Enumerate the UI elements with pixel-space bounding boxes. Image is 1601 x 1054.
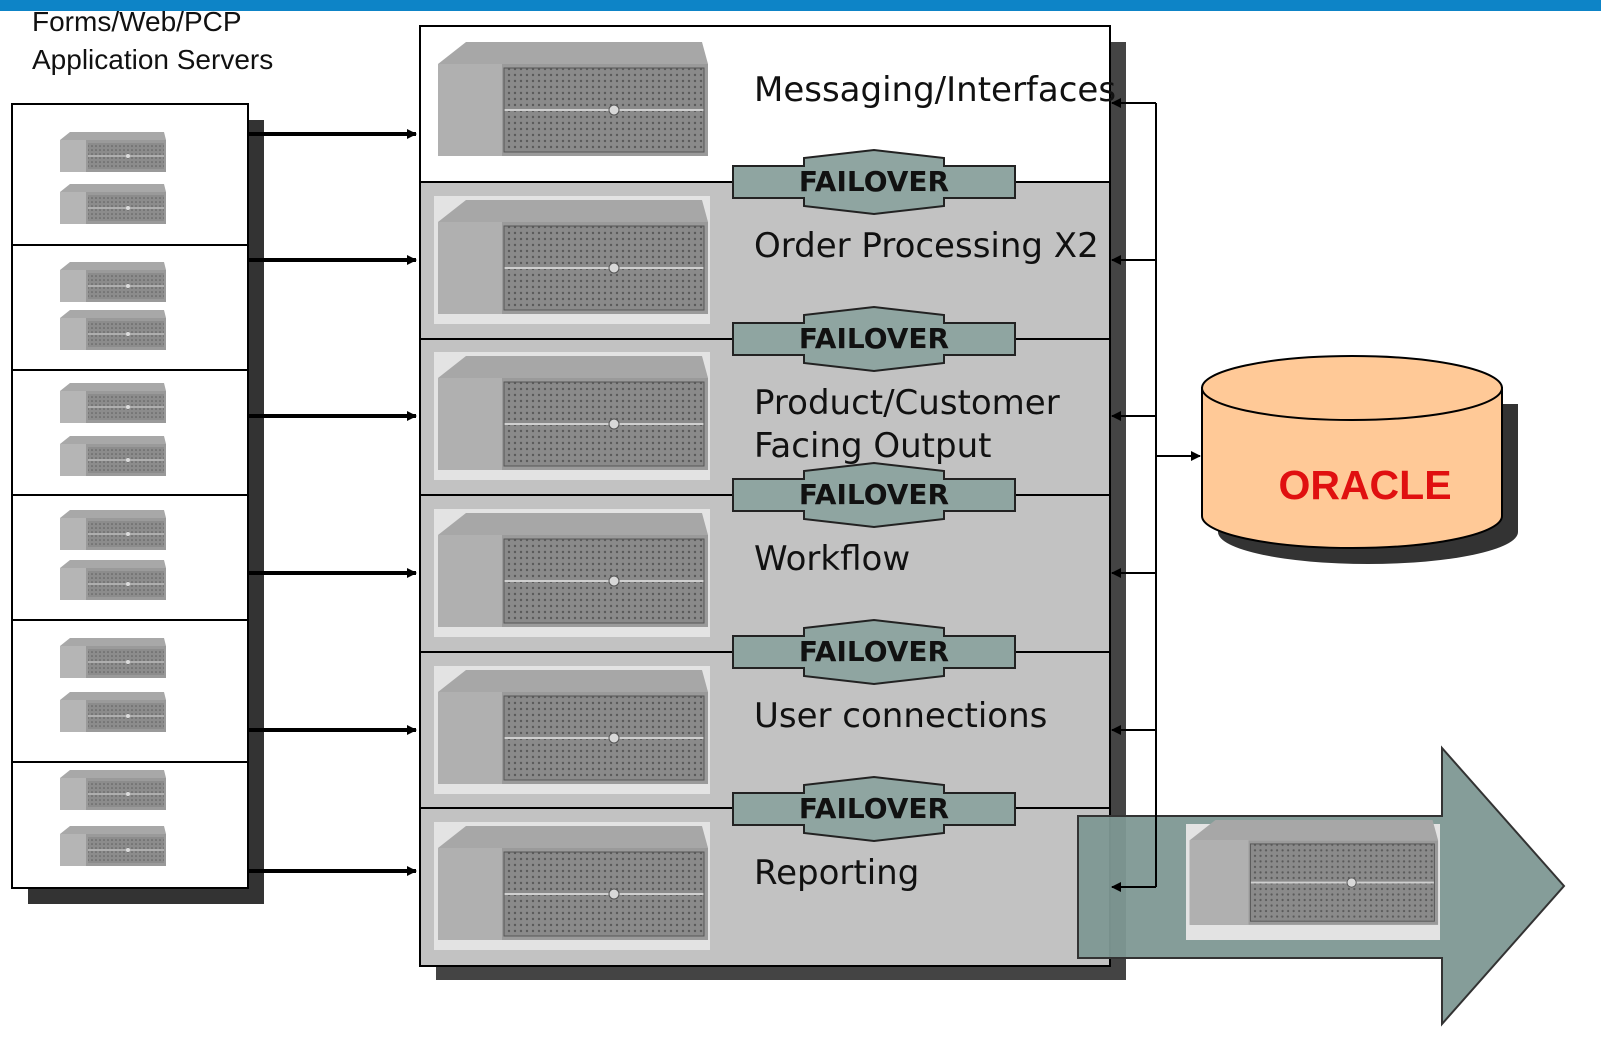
layer-label-workflow: Workflow (754, 539, 911, 579)
server-icon (1188, 819, 1440, 926)
oracle-bus (1111, 98, 1201, 892)
server-icon (59, 435, 167, 477)
server-icon (437, 512, 709, 628)
server-icon (59, 261, 167, 303)
arrow-right-icon (1077, 745, 1566, 1027)
server-icon (437, 669, 709, 785)
layer-label-facing-output: Facing Output (754, 426, 992, 466)
server-icon (59, 769, 167, 811)
app-to-cluster-arrows (248, 129, 417, 876)
layer-label-reporting: Reporting (754, 853, 920, 893)
layer-label-order-processing: Order Processing X2 (754, 226, 1099, 266)
server-icon (437, 41, 709, 157)
server-icon (59, 309, 167, 351)
failover-label: FAILOVER (798, 322, 950, 355)
database-cylinder-icon (1201, 355, 1518, 564)
server-icon (437, 825, 709, 941)
failover-label: FAILOVER (798, 792, 950, 825)
server-icon (59, 691, 167, 733)
app-server-stack (11, 103, 264, 904)
failover-label: FAILOVER (798, 635, 950, 668)
server-icon (59, 509, 167, 551)
server-icon (59, 559, 167, 601)
app-servers-title-line2: Application Servers (32, 44, 274, 75)
layer-label-product-customer: Product/Customer (754, 383, 1060, 423)
server-icon (437, 199, 709, 315)
server-icon (59, 183, 167, 225)
top-accent-bar (0, 0, 1601, 11)
app-servers-title-line1: Forms/Web/PCP (32, 6, 242, 37)
server-icon (59, 131, 167, 173)
layer-label-messaging: Messaging/Interfaces (754, 70, 1117, 110)
server-icon (59, 825, 167, 867)
server-icon (59, 637, 167, 679)
failover-connectors (732, 148, 1016, 843)
failover-label: FAILOVER (798, 478, 950, 511)
oracle-label: ORACLE (1278, 462, 1452, 508)
layer-label-user-connections: User connections (754, 696, 1048, 736)
failover-label: FAILOVER (798, 165, 950, 198)
server-icon (59, 382, 167, 424)
server-icon (437, 355, 709, 471)
